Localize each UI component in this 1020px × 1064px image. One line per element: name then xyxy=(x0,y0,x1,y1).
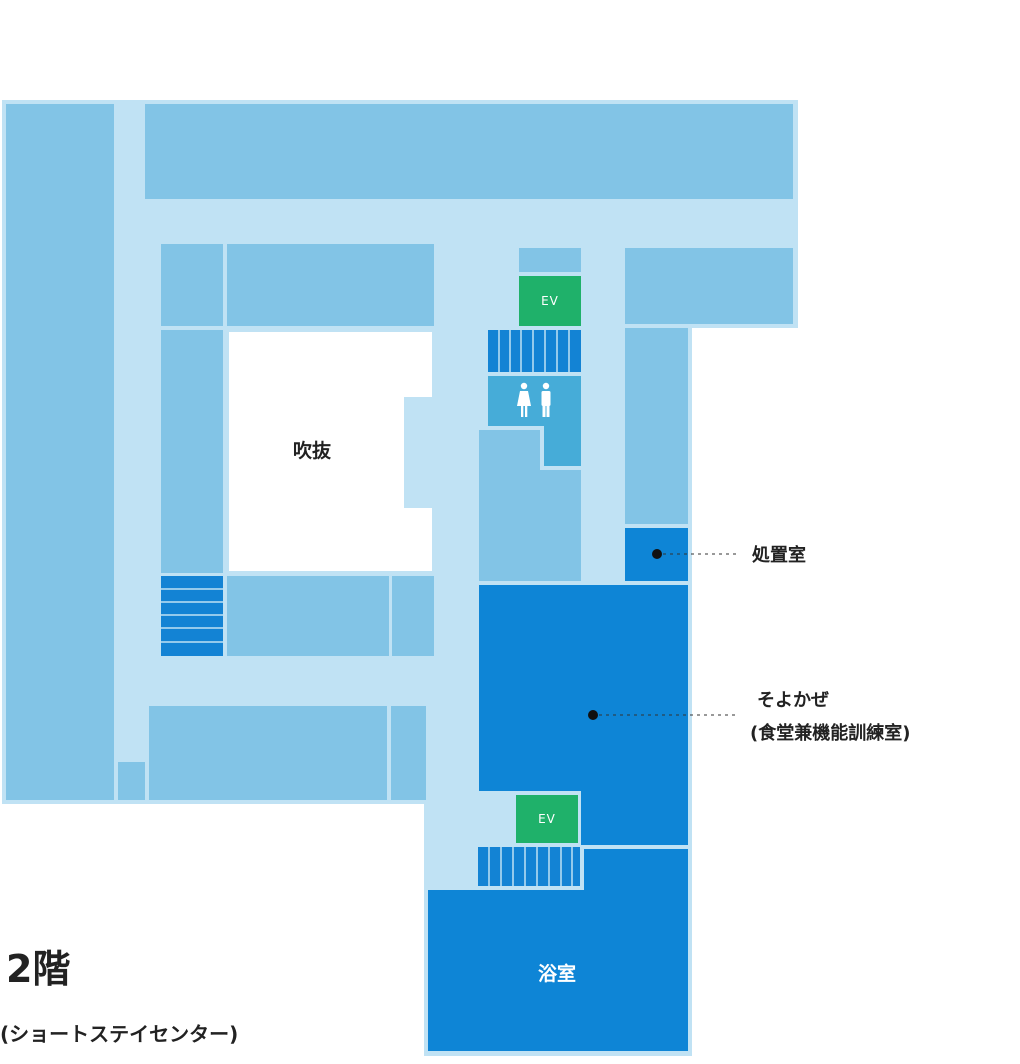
restroom-icon xyxy=(517,382,551,417)
stairs-west xyxy=(161,576,223,656)
callout-treatment-room-text: 処置室 xyxy=(752,544,806,566)
atrium-label: 吹抜 xyxy=(293,439,332,462)
room-a5 xyxy=(392,576,434,656)
room-c1 xyxy=(519,248,581,272)
callout-soyokaze-line1: そよかぜ xyxy=(757,690,829,711)
room-a1 xyxy=(161,244,223,326)
floor-subtitle: (ショートステイセンター) xyxy=(0,1022,239,1046)
room-a2 xyxy=(227,244,434,326)
room-d1 xyxy=(625,248,793,324)
room-d2 xyxy=(625,328,688,524)
bath-room xyxy=(428,849,688,1051)
elevator-upper: EV xyxy=(519,276,581,326)
callout-soyokaze: そよかぜ (食堂兼機能訓練室) xyxy=(588,690,910,744)
callout-treatment-room: 処置室 xyxy=(652,544,806,566)
elevator-lower: EV xyxy=(516,795,578,843)
room-north-wing xyxy=(145,104,793,199)
room-c2 xyxy=(479,430,581,581)
callout-soyokaze-line2: (食堂兼機能訓練室) xyxy=(750,722,910,744)
elevator-upper-label: EV xyxy=(541,294,559,308)
room-b1 xyxy=(149,706,387,800)
restroom xyxy=(488,376,581,466)
atrium-void xyxy=(229,332,432,571)
stairs-central xyxy=(488,330,581,372)
soyokaze-room xyxy=(479,585,688,845)
bath-label: 浴室 xyxy=(538,962,576,985)
elevator-lower-label: EV xyxy=(538,812,556,826)
room-b3 xyxy=(118,762,145,800)
room-a3 xyxy=(161,330,223,573)
room-a4 xyxy=(227,576,389,656)
stairs-south xyxy=(478,847,580,886)
room-west-wing xyxy=(6,104,114,800)
floor-title: 2階 xyxy=(6,947,71,991)
room-b2 xyxy=(391,706,426,800)
